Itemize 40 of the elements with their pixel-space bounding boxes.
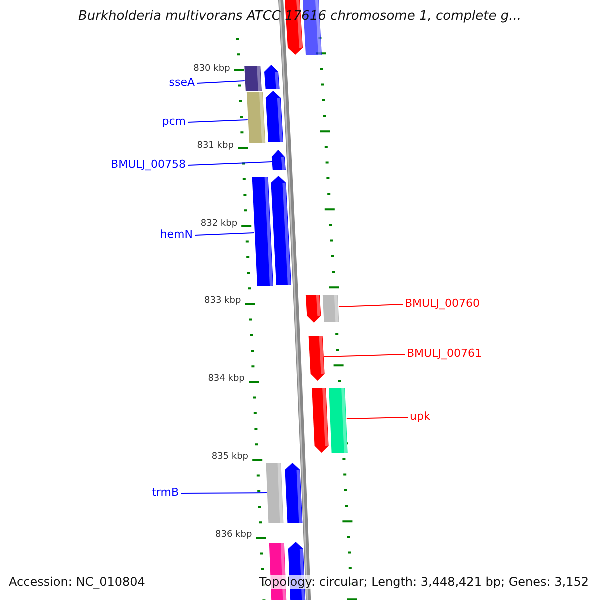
leader-line	[338, 304, 404, 308]
map-title: Burkholderia multivorans ATCC 17616 chromosome 1, complete g...	[78, 9, 522, 24]
gene-feature	[308, 336, 325, 381]
feature-box	[322, 294, 340, 322]
feature-box	[244, 66, 262, 92]
leader-line	[188, 162, 273, 166]
leader-line	[188, 120, 248, 123]
gene-feature	[266, 91, 284, 142]
gene-label: BMULJ_00758	[111, 158, 186, 171]
leader-line	[194, 232, 255, 236]
gene-label: upk	[410, 410, 430, 423]
gene-feature	[271, 176, 292, 286]
gene-feature	[264, 65, 280, 90]
scale-label: 836 kbp	[216, 530, 252, 540]
feature-box	[246, 92, 266, 144]
scale-label: 833 kbp	[204, 296, 242, 306]
scale-label: 830 kbp	[194, 64, 230, 74]
gene-feature	[285, 463, 303, 524]
scale-label: 832 kbp	[200, 219, 238, 229]
leader-line	[346, 417, 408, 420]
feature-box	[252, 176, 274, 286]
accession-note: Accession: NC_010804	[9, 575, 146, 589]
leader-line	[324, 354, 406, 358]
gene-label: hemN	[160, 228, 193, 241]
gene-label: pcm	[162, 115, 186, 128]
scale-label: 834 kbp	[208, 374, 245, 384]
gene-feature	[272, 150, 286, 170]
gene-label: BMULJ_00760	[405, 297, 480, 310]
gene-label: BMULJ_00761	[407, 347, 482, 360]
gene-feature	[306, 294, 322, 323]
scale-label: 835 kbp	[212, 452, 249, 462]
leader-line	[180, 492, 268, 494]
leader-line	[196, 80, 246, 84]
gene-label: trmB	[152, 486, 179, 499]
gene-feature	[312, 388, 329, 453]
feature-box	[266, 462, 284, 524]
scale-label: 831 kbp	[197, 141, 234, 151]
genome-summary: Topology: circular; Length: 3,448,421 bp; Genes: 3,152	[257, 575, 591, 589]
feature-box	[329, 388, 348, 454]
gene-label: sseA	[169, 76, 195, 89]
